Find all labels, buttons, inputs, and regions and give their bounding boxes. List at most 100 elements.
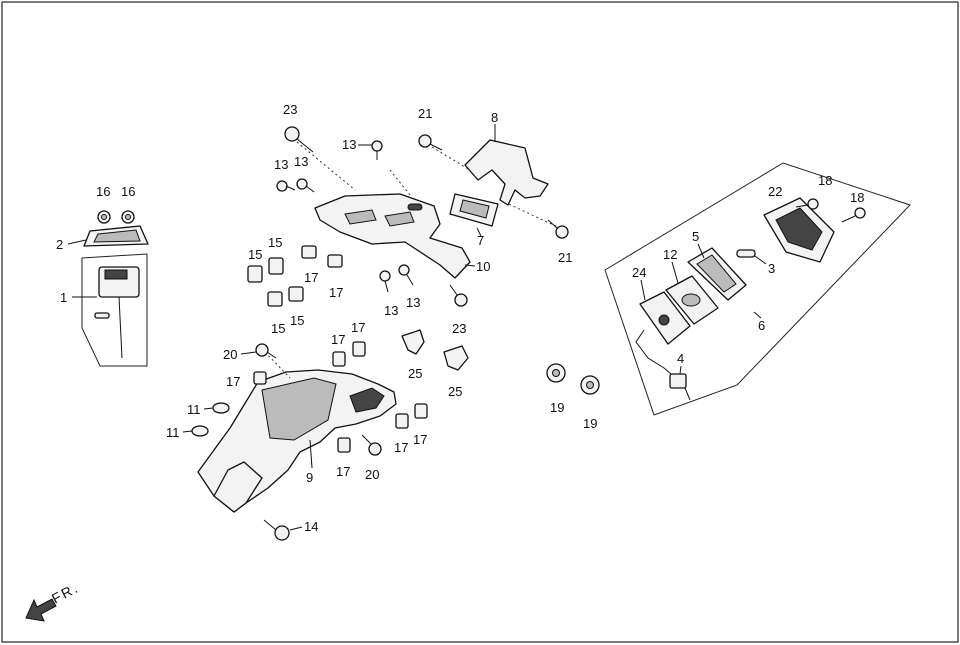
clip-17-f: [337, 437, 351, 453]
callout-18b: 18: [850, 190, 864, 205]
wire-clip: [94, 312, 110, 319]
callout-20a: 20: [223, 347, 237, 362]
bolt-23-shaft: [296, 138, 314, 153]
callout-18a: 18: [818, 173, 832, 188]
callout-11b: 11: [166, 425, 180, 440]
rear-fender-assembly: [191, 329, 469, 541]
leader-20a: [240, 351, 257, 355]
module-wire: [118, 296, 123, 359]
o-ring-11-b: [191, 425, 209, 437]
screw-18-b-shaft: [841, 215, 856, 223]
screw-18-a-head: [807, 198, 819, 210]
bolt-20-top-shaft: [266, 351, 277, 359]
clip-17-b: [327, 254, 343, 268]
fender-bolt-path: [264, 351, 291, 379]
leader-6: [753, 311, 762, 319]
callout-10: 10: [476, 259, 490, 274]
clip-15-a: [247, 265, 263, 283]
leader-24: [640, 279, 646, 301]
bolt-14-head: [274, 525, 290, 541]
leader-14: [289, 526, 303, 531]
callout-24: 24: [632, 265, 646, 280]
bracket-slot-1: [344, 209, 377, 225]
harness-4: [635, 329, 677, 379]
callout-23b: 23: [452, 321, 466, 336]
callout-17a: 17: [304, 270, 318, 285]
callout-16b: 16: [121, 184, 135, 199]
callout-labels: 1 2 3 4 5 6 7 8 9 10 11 11 12 13 13 13 1…: [56, 102, 864, 534]
bolt-21b-shaft: [547, 219, 558, 229]
forward-direction-indicator: FR.: [25, 579, 82, 622]
lens-22-inner: [775, 207, 823, 251]
seal-12-hole: [681, 293, 701, 307]
rubber-mount-25-a: [401, 329, 425, 355]
bolt-20-top-head: [255, 343, 269, 357]
screw-13-top: [371, 140, 383, 152]
leader-5: [697, 243, 705, 259]
callout-9: 9: [306, 470, 313, 485]
screw-13-low-a: [379, 270, 391, 282]
callout-15b: 15: [268, 235, 282, 250]
screw-13-low-b-shaft: [406, 274, 414, 286]
bolt-21b-head: [555, 225, 569, 239]
callout-17d: 17: [331, 332, 345, 347]
forward-label: FR.: [49, 579, 82, 607]
callout-23a: 23: [283, 102, 297, 117]
connector-4: [669, 373, 687, 389]
clip-17-d: [332, 351, 346, 367]
clip-15-c: [267, 291, 283, 307]
callout-7: 7: [477, 233, 484, 248]
callout-15a: 15: [248, 247, 262, 262]
callout-17b: 17: [329, 285, 343, 300]
rubber-mount-25-b: [443, 345, 469, 371]
callout-13d: 13: [384, 303, 398, 318]
callout-25b: 25: [448, 384, 462, 399]
screw-13-low-b: [398, 264, 410, 276]
upper-clips: [247, 245, 343, 307]
housing-24-socket: [658, 314, 670, 326]
callout-2: 2: [56, 237, 63, 252]
callout-6: 6: [758, 318, 765, 333]
callout-19b: 19: [583, 416, 597, 431]
callout-20b: 20: [365, 467, 379, 482]
upper-fasteners: [276, 126, 569, 307]
bulb-3: [736, 249, 756, 258]
clip-17-c: [253, 371, 267, 385]
callout-13a: 13: [342, 137, 356, 152]
clip-17-a: [301, 245, 317, 259]
nuts-19: [546, 363, 600, 395]
bolt-23-head: [284, 126, 300, 142]
grommet-right-hole: [125, 214, 131, 220]
leader-4: [679, 365, 682, 375]
callout-3: 3: [768, 261, 775, 276]
o-ring-11-a: [212, 402, 230, 414]
leader-9: [309, 439, 313, 469]
clip-17-e: [352, 341, 366, 357]
gasket-5-window: [696, 254, 737, 293]
license-light-group: [604, 162, 911, 416]
group-1-outline: [81, 253, 148, 367]
callout-11a: 11: [187, 402, 201, 417]
leader-3: [754, 255, 767, 265]
callout-4: 4: [677, 351, 684, 366]
leader-2: [67, 239, 87, 245]
fender-bracket: [349, 387, 385, 413]
callout-17h: 17: [413, 432, 427, 447]
screw-13-left-a-shaft: [285, 185, 296, 191]
callout-19a: 19: [550, 400, 564, 415]
module-cover-inner: [93, 229, 141, 243]
callout-22: 22: [768, 184, 782, 199]
nut-19-b-hole: [586, 381, 594, 389]
fender-cavity: [261, 377, 337, 441]
screw-18-b-head: [854, 207, 866, 219]
nut-19-a-hole: [552, 369, 560, 377]
leader-7: [476, 227, 482, 237]
callout-14: 14: [304, 519, 318, 534]
callout-17f: 17: [336, 464, 350, 479]
callout-17e: 17: [351, 320, 365, 335]
callout-21a: 21: [418, 106, 432, 121]
screw-13-left-b: [296, 178, 308, 190]
callout-25a: 25: [408, 366, 422, 381]
screw-18-a-shaft: [795, 204, 809, 208]
